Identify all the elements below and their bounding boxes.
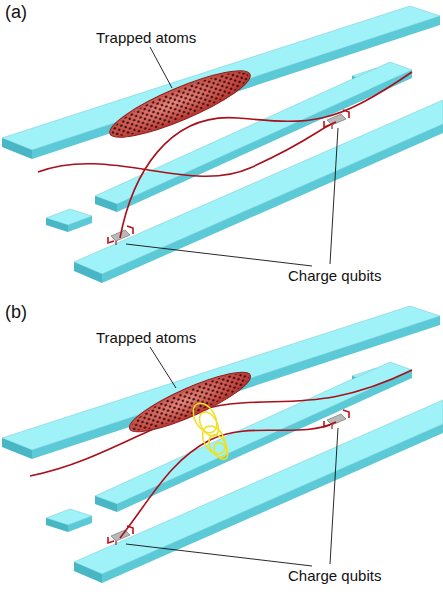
atoms-label: Trapped atoms — [96, 30, 196, 47]
panel-letter: (a) — [5, 3, 27, 23]
qubit-label: Charge qubits — [288, 268, 381, 285]
qubit-label: Charge qubits — [288, 568, 381, 585]
panel-a — [2, 6, 443, 283]
atoms-label: Trapped atoms — [96, 330, 196, 347]
panel-b — [2, 306, 443, 583]
panel-letter: (b) — [5, 303, 27, 323]
